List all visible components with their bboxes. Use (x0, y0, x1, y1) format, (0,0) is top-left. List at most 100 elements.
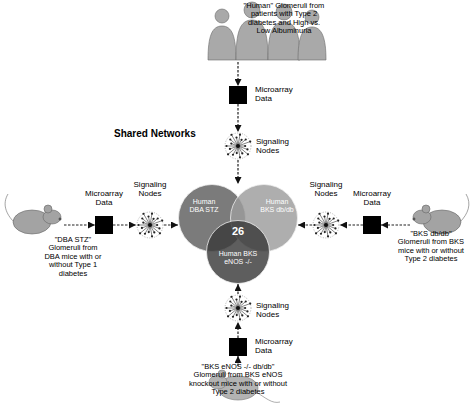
starburst-dot (333, 217, 335, 219)
node-label: Human DBA STZ (186, 198, 222, 214)
node-label: Microarray Data (255, 86, 305, 104)
starburst-center (148, 223, 152, 227)
starburst-symbol (224, 132, 252, 160)
person-head (215, 9, 229, 23)
node-label: "DBA STZ" Glomeruli from DBA mice with o… (40, 236, 106, 278)
node-label: Microarray Data (255, 338, 305, 356)
overlap-count: 26 (226, 225, 250, 237)
dashed-arrow (237, 62, 238, 86)
starburst-dot (230, 134, 232, 136)
mouse-ear (44, 205, 52, 213)
starburst-ring (225, 133, 251, 159)
microarray-square: Microarray Data (229, 86, 247, 104)
source-sample: "BKS eNOS -/- db/db" Glomeruli from BKS … (200, 366, 276, 408)
starburst-dot (239, 296, 241, 298)
starburst-dot (230, 142, 232, 144)
starburst-dot (227, 153, 229, 155)
starburst-dot (241, 314, 243, 316)
starburst-center (236, 306, 240, 310)
starburst-symbol (224, 294, 252, 322)
starburst-ring (225, 295, 251, 321)
starburst-dot (148, 231, 150, 233)
microarray-square: Microarray Data (95, 216, 113, 234)
starburst-center (236, 144, 240, 148)
starburst-dot (158, 227, 160, 229)
dashed-arrow (113, 224, 136, 225)
node-label: "BKS eNOS -/- db/db" Glomeruli from BKS … (188, 363, 288, 397)
starburst-dot (147, 215, 149, 217)
starburst-symbol (136, 211, 164, 239)
mouse-tail (460, 194, 469, 222)
starburst-dot (236, 152, 238, 154)
starburst-dot (153, 231, 155, 233)
dashed-arrow (164, 224, 178, 225)
starburst-dot (144, 233, 146, 235)
starburst-dot (230, 304, 232, 306)
node-label: "Human" Glomeruli from patients with Typ… (243, 2, 325, 36)
starburst-dot (229, 148, 231, 150)
starburst-dot (240, 139, 242, 141)
starburst-dot (246, 310, 248, 312)
mouse-icon (5, 194, 61, 234)
starburst-dot (246, 148, 248, 150)
node-label: "BKS db/db" Glomeruli from BKS mice with… (396, 230, 466, 264)
starburst-dot (328, 218, 330, 220)
starburst-dot (323, 215, 325, 217)
starburst-dot (313, 224, 315, 226)
starburst-dot (241, 152, 243, 154)
starburst-dot (247, 153, 249, 155)
signaling-starburst: Signaling Nodes (136, 211, 164, 239)
starburst-center (324, 223, 328, 227)
starburst-dot (225, 145, 227, 147)
starburst-dot (318, 213, 320, 215)
starburst-dot (320, 233, 322, 235)
starburst-dot (142, 221, 144, 223)
starburst-dot (229, 138, 231, 140)
starburst-dot (235, 298, 237, 300)
signaling-starburst: Signaling Nodes (224, 132, 252, 160)
starburst-dot (245, 138, 247, 140)
venn-circle-fill (207, 221, 270, 284)
starburst-dot (245, 300, 247, 302)
starburst-dot (230, 296, 232, 298)
node-label: Microarray Data (347, 190, 397, 208)
node-label: Signaling Nodes (125, 181, 175, 199)
mouse-ear (422, 205, 430, 213)
dashed-arrow (340, 224, 363, 225)
starburst-dot (249, 302, 251, 304)
dashed-arrow (237, 284, 238, 294)
node-label: Signaling Nodes (256, 138, 306, 156)
starburst-dot (151, 213, 153, 215)
starburst-dot (232, 154, 234, 156)
microarray-square: Microarray Data (363, 216, 381, 234)
starburst-dot (329, 231, 331, 233)
starburst-dot (247, 315, 249, 317)
starburst-dot (227, 315, 229, 317)
starburst-dot (240, 301, 242, 303)
node-label: Human BKS eNOS -/- (213, 250, 263, 266)
starburst-dot (232, 316, 234, 318)
mouse-tail (5, 194, 14, 222)
node-label: Human BKS db/db (258, 198, 296, 214)
starburst-dot (225, 307, 227, 309)
starburst-dot (229, 310, 231, 312)
node-label: Signaling Nodes (301, 181, 351, 199)
mouse-nose (59, 218, 61, 220)
starburst-dot (235, 136, 237, 138)
starburst-dot (332, 224, 334, 226)
starburst-ring (313, 212, 339, 238)
starburst-dot (318, 221, 320, 223)
starburst-dot (142, 213, 144, 215)
starburst-dot (157, 217, 159, 219)
source-sample: "DBA STZ" Glomeruli from DBA mice with o… (2, 190, 64, 246)
starburst-dot (317, 217, 319, 219)
microarray-square: Microarray Data (229, 338, 247, 356)
starburst-dot (156, 224, 158, 226)
dashed-arrow (237, 104, 238, 132)
starburst-dot (239, 318, 241, 320)
starburst-dot (229, 300, 231, 302)
dashed-arrow (298, 224, 312, 225)
source-sample: "BKS db/db" Glomeruli from BKS mice with… (410, 190, 472, 246)
node-label: Signaling Nodes (256, 302, 306, 320)
starburst-dot (161, 219, 163, 221)
